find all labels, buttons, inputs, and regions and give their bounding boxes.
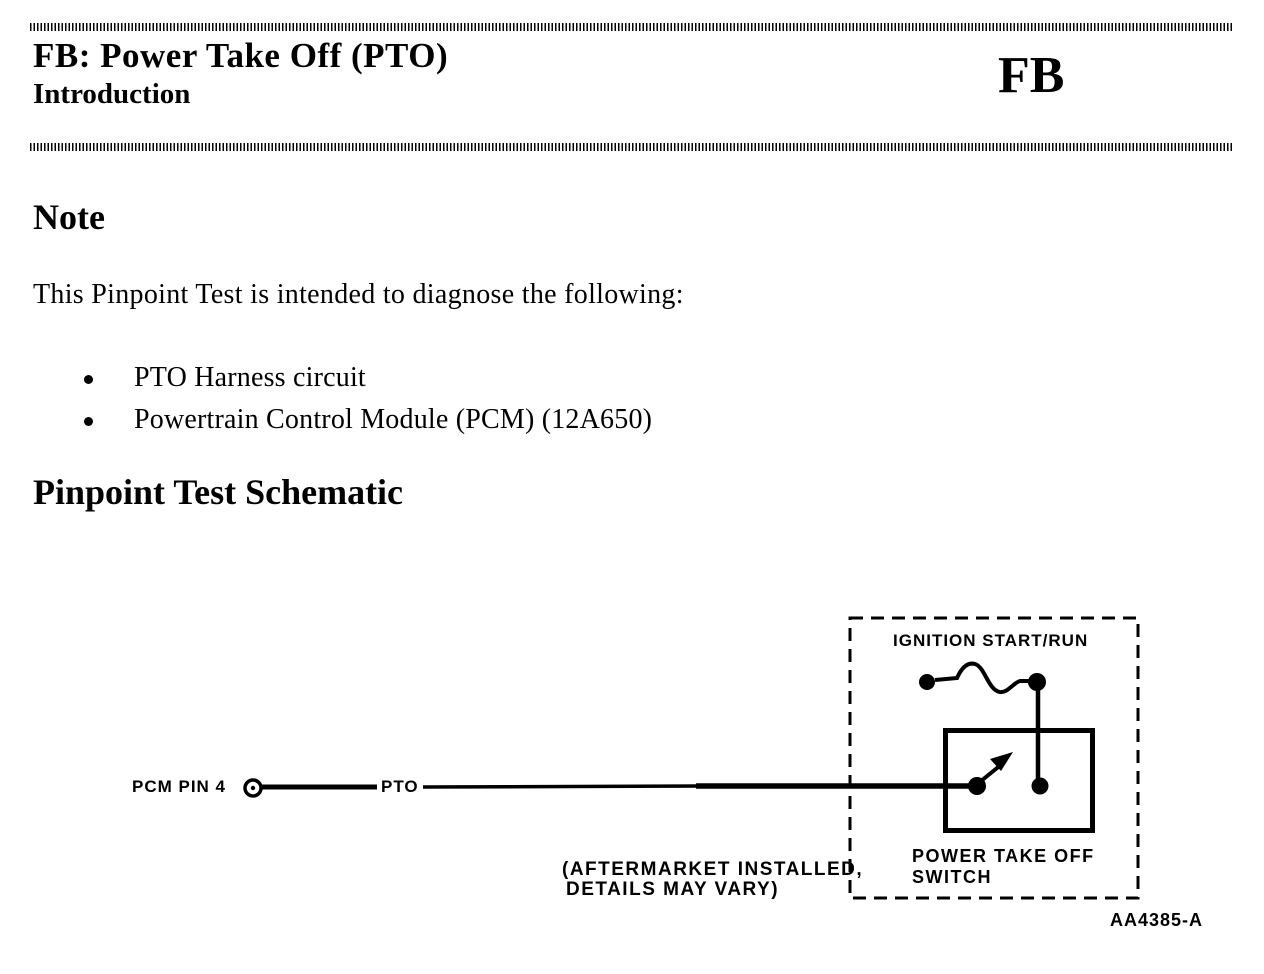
switch-contact-dot <box>1031 777 1049 795</box>
aftermarket-note-line1: (AFTERMARKET INSTALLED, <box>562 859 864 880</box>
power-take-off-switch-label-line2: SWITCH <box>912 867 992 887</box>
switch-box <box>943 728 1095 833</box>
pcm-pin-terminal-center <box>250 785 256 791</box>
figure-id-label: AA4385-A <box>1110 910 1204 930</box>
power-take-off-switch-label-line1: POWER TAKE OFF <box>912 846 1095 866</box>
pto-circuit-wire <box>422 784 703 789</box>
bullet-icon <box>84 375 93 384</box>
ignition-start-run-label: IGNITION START/RUN <box>893 631 1089 650</box>
page-subtitle: Introduction <box>33 78 191 110</box>
aftermarket-note-line2: DETAILS MAY VARY) <box>566 879 780 900</box>
hatched-rule-top <box>30 23 1232 31</box>
note-heading: Note <box>33 197 105 237</box>
note-intro-text: This Pinpoint Test is intended to diagno… <box>33 279 684 310</box>
list-item-label: Powertrain Control Module (PCM) (12A650) <box>134 404 653 435</box>
schematic-heading: Pinpoint Test Schematic <box>33 472 404 512</box>
page-title: FB: Power Take Off (PTO) <box>33 36 449 75</box>
ignition-feed-wire <box>934 661 1030 695</box>
connection-dot <box>919 674 935 690</box>
hatched-rule-bottom <box>30 143 1232 151</box>
pcm-pin-label: PCM PIN 4 <box>132 777 227 796</box>
list-item: Powertrain Control Module (PCM) (12A650) <box>84 404 652 436</box>
section-code: FB <box>998 47 1065 104</box>
switch-lever-arrowhead-icon <box>990 752 1013 771</box>
connection-dot <box>1028 673 1046 691</box>
list-item-label: PTO Harness circuit <box>134 362 366 393</box>
bullet-icon <box>84 417 93 426</box>
pto-wire-label: PTO <box>381 777 419 796</box>
aftermarket-boundary-box <box>848 616 1140 900</box>
list-item: PTO Harness circuit <box>84 362 366 394</box>
